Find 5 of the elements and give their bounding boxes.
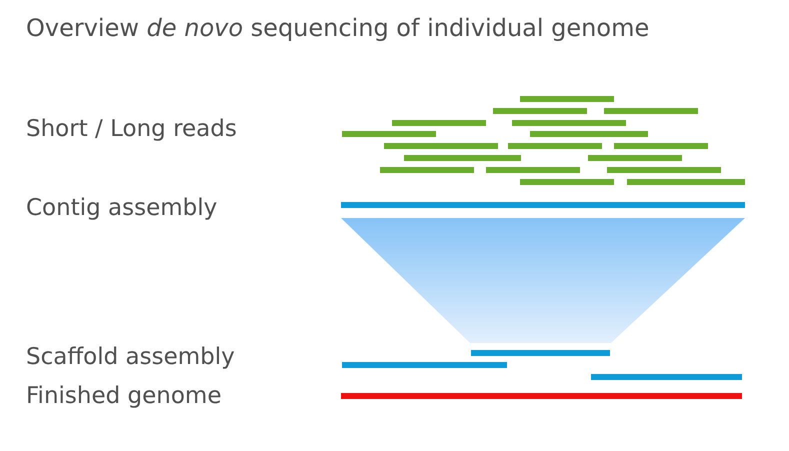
row-label: Contig assembly — [26, 194, 218, 223]
row-label: Scaffold assembly — [26, 343, 235, 372]
row-label: Finished genome — [26, 382, 222, 411]
title: Overview de novo sequencing of individual genome — [26, 13, 650, 44]
row-label: Short / Long reads — [26, 115, 237, 144]
